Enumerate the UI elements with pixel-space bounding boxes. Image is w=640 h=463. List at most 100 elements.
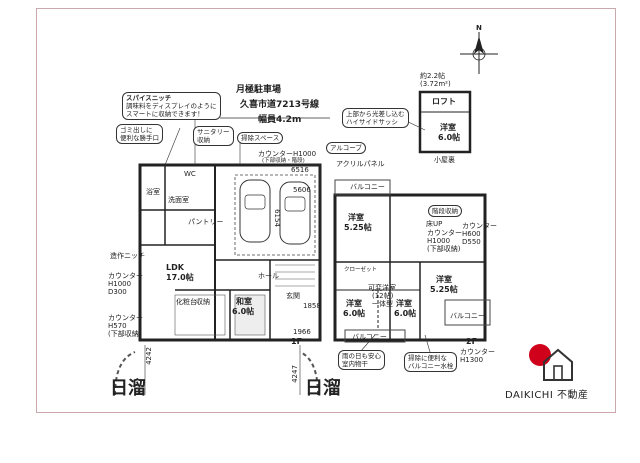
room-balcony-right: バルコニー (450, 312, 485, 320)
callout-stair-storage: 階段収納 (428, 205, 462, 217)
room-storage: 収納 (196, 298, 210, 306)
callout-trash-line2: 便利な勝手口 (120, 134, 159, 142)
callout-stair-storage-text: 階段収納 (432, 207, 458, 215)
callout-spice-title: スパイスニッチ (126, 94, 172, 102)
dimension-4247: 4247 (290, 365, 299, 383)
road-name: 久喜市道7213号線 (240, 100, 320, 110)
dimension-4242: 4242 (144, 347, 153, 365)
room-western2-size: 5.25帖 (430, 285, 458, 294)
callout-sanitary: サニタリー 収納 (193, 126, 234, 146)
room-variable-size: (12帖) (372, 292, 394, 300)
dimension-1966: 1966 (293, 328, 311, 336)
room-ldk-size: 17.0帖 (166, 273, 194, 282)
note-acryl: アクリルパネル (336, 160, 385, 168)
floor-label-1f: 1F (291, 337, 303, 346)
callout-spice-line2: スマートに収納できます！ (126, 110, 204, 118)
room-western2: 洋室 (436, 275, 452, 284)
note-counter-left2: カウンター H570 (下部収納) (108, 314, 143, 338)
callout-balcony-tap-line1: 掃除に便利な (408, 354, 447, 362)
room-washitsu-size: 6.0帖 (232, 307, 255, 316)
callout-cleaning: 掃除スペース (237, 132, 284, 144)
callout-loft-light-line2: ハイサイドサッシ (346, 118, 398, 126)
note-counter-right1: カウンター H1000 (下部収納) (427, 229, 462, 253)
callout-spice-line1: 調味料をディスプレイのように (126, 102, 217, 110)
room-pantry: パントリー (188, 218, 224, 226)
note-counter-left2-l3: (下部収納) (108, 330, 142, 338)
sunlight-label-left: 日溜 (110, 378, 146, 399)
loft-area-m2: (3.72m²) (420, 80, 451, 88)
room-wc: WC (184, 170, 196, 178)
callout-sanitary-line2: 収納 (197, 136, 210, 144)
dimension-6516: 6516 (291, 166, 309, 174)
callout-balcony-tap-line2: バルコニー水栓 (408, 362, 454, 370)
callout-balcony-tap: 掃除に便利な バルコニー水栓 (404, 352, 458, 372)
callout-rain: 雨の日も安心 室内物干 (338, 350, 385, 370)
room-balcony-bottom: バルコニー (352, 333, 387, 341)
callout-alcove: アルコーブ (326, 142, 366, 154)
note-kitchen-niche: 造作ニッチ (110, 252, 145, 260)
note-counter-left2-l1: カウンター (108, 314, 143, 322)
note-counter-right1-l3: (下部収納) (427, 245, 461, 253)
sunlight-label-right: 日溜 (305, 378, 341, 399)
room-western1: 洋室 (348, 213, 364, 222)
callout-rain-line2: 室内物干 (342, 360, 368, 368)
note-counter-right1-l2: H1000 (427, 237, 451, 245)
floor-label-2f: 2F (466, 337, 478, 346)
note-counter-left1-l1: カウンター (108, 272, 143, 280)
compass-icon (460, 32, 498, 74)
dimension-1858: 1858 (303, 302, 321, 310)
note-counter-top: カウンターH1000 (258, 150, 317, 158)
compass-north-label: N (476, 24, 482, 32)
note-counter-right3-l2: H1300 (460, 356, 484, 364)
room-western1-size: 5.25帖 (344, 223, 372, 232)
room-western3: 洋室 (346, 299, 362, 308)
note-counter-left1-l2: H1000 (108, 280, 132, 288)
note-counter-right2-l1: カウンター (462, 222, 497, 230)
parking-label: 月極駐車場 (236, 85, 282, 95)
room-variable-note: 一体型 (372, 300, 393, 308)
loft-title: ロフト (432, 97, 456, 106)
dimension-6154: 6154 (272, 209, 281, 227)
room-hall: ホール (258, 272, 279, 280)
callout-sanitary-line1: サニタリー (197, 128, 230, 136)
floor-plan-frame (36, 8, 616, 413)
room-closet: クローゼット (344, 267, 378, 273)
note-counter-right3: カウンター H1300 (460, 348, 495, 364)
room-cabinet: 化粧台 (176, 298, 197, 306)
note-counter-right1-l1: カウンター (427, 229, 462, 237)
dimension-5606: 5606 (293, 186, 311, 194)
note-counter-left1-l3: D300 (108, 288, 127, 296)
callout-rain-line1: 雨の日も安心 (342, 352, 381, 360)
room-western4-size: 6.0帖 (394, 309, 417, 318)
callout-trash: ゴミ出しに 便利な勝手口 (116, 124, 163, 144)
note-counter-left2-l2: H570 (108, 322, 127, 330)
room-ldk: LDK (166, 263, 184, 272)
loft-caption: 小屋裏 (434, 156, 455, 164)
loft-room-size: 6.0帖 (438, 133, 461, 142)
road-width: 幅員4.2m (258, 115, 302, 125)
room-variable: 可変洋室 (368, 284, 396, 292)
callout-cleaning-text: 掃除スペース (241, 134, 280, 142)
room-western3-size: 6.0帖 (343, 309, 366, 318)
note-counter-right2-l2: H600 (462, 230, 481, 238)
callout-alcove-text: アルコーブ (330, 144, 362, 152)
room-wash: 洗面室 (168, 196, 189, 204)
room-entrance: 玄関 (286, 292, 300, 300)
daikichi-logo-icon (529, 344, 573, 381)
note-counter-right2-l3: D550 (462, 238, 481, 246)
callout-loft-light: 上部から光差し込む ハイサイドサッシ (342, 108, 409, 128)
note-counter-left1: カウンター H1000 D300 (108, 272, 143, 296)
note-counter-right3-l1: カウンター (460, 348, 495, 356)
room-balcony-top: バルコニー (350, 183, 385, 191)
loft-area: 約2.2帖 (420, 72, 446, 80)
room-washitsu: 和室 (236, 297, 252, 306)
brand-name: DAIKICHI 不動産 (505, 390, 589, 401)
loft-room: 洋室 (440, 123, 456, 132)
note-floor-up: 床UP (426, 220, 443, 228)
room-western4: 洋室 (396, 299, 412, 308)
room-bath: 浴室 (146, 188, 160, 196)
note-counter-top-sub: (下部収納・階段) (262, 158, 305, 164)
callout-trash-line1: ゴミ出しに (120, 126, 153, 134)
callout-loft-light-line1: 上部から光差し込む (346, 110, 405, 118)
